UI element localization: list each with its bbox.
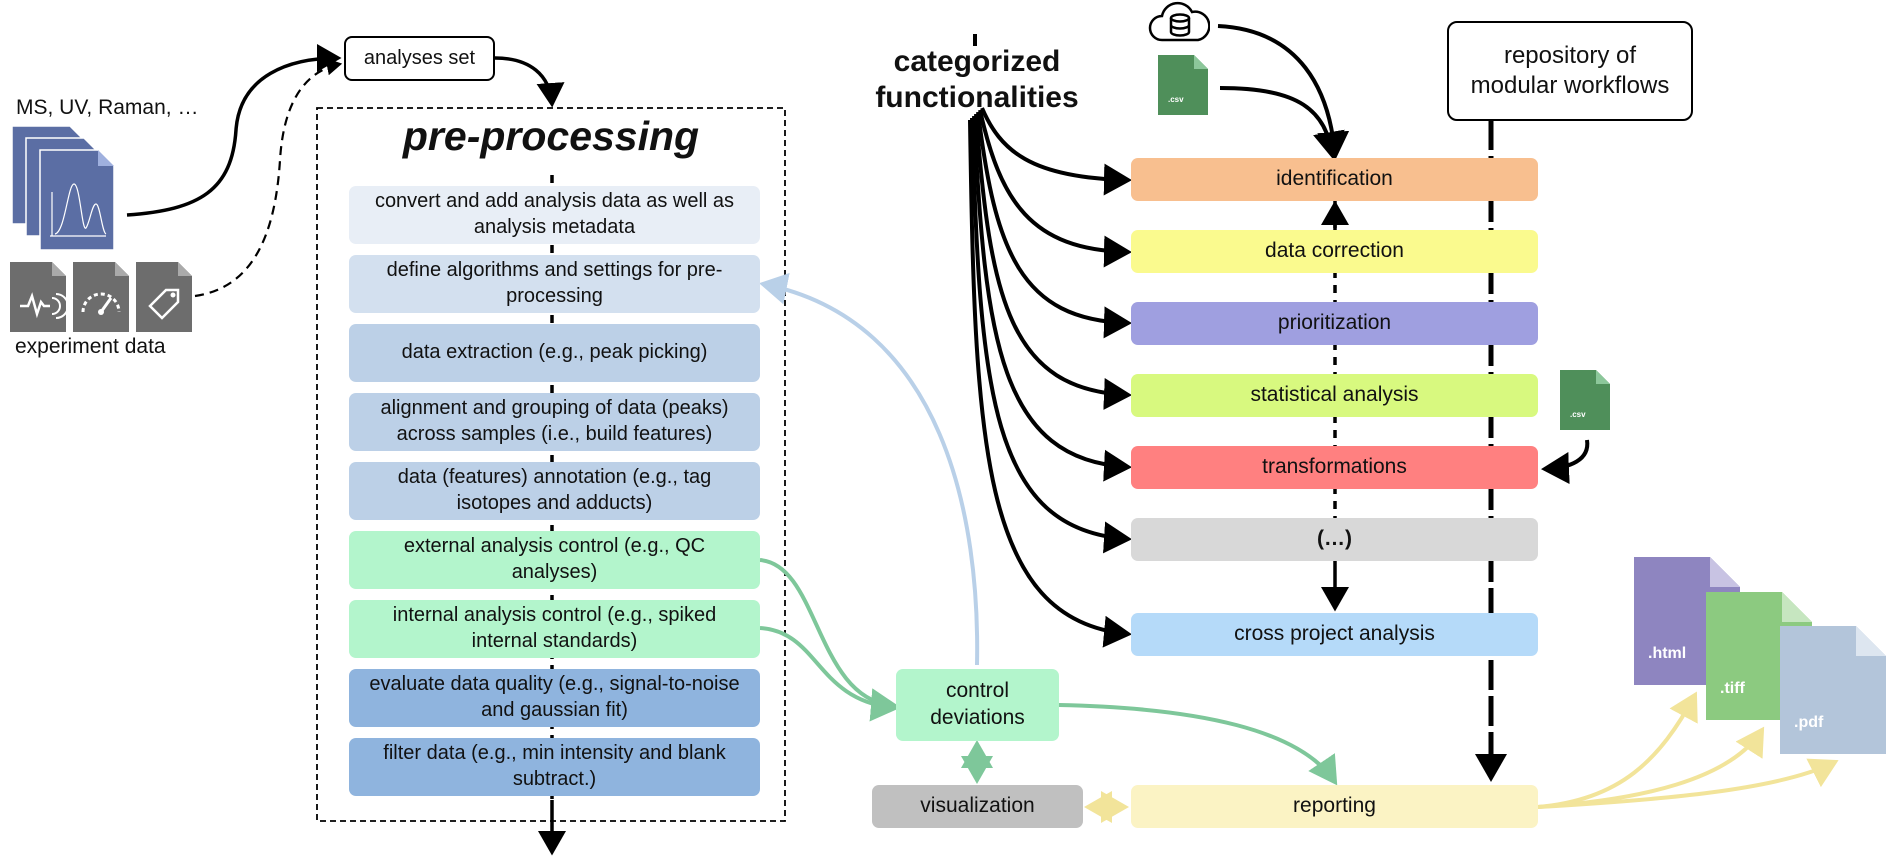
preprocessing-step[interactable]: define algorithms and settings for pre-p…	[349, 255, 760, 313]
control-to-reporting-arrow	[1058, 703, 1338, 786]
spectra-label: MS, UV, Raman, …	[16, 96, 199, 119]
csv-to-transformations-arrow	[1541, 439, 1590, 485]
control-deviations-box[interactable]: control deviations	[896, 669, 1059, 741]
gauge-doc-icon	[73, 262, 131, 332]
csv-file-icon-top: .csv	[1158, 55, 1208, 115]
functionality-box[interactable]: statistical analysis	[1131, 374, 1538, 417]
csv-label-right: .csv	[1570, 410, 1586, 419]
tag-doc-icon	[136, 262, 194, 332]
functionality-box[interactable]: (…)	[1131, 518, 1538, 561]
cloud-to-identification-arrow	[1217, 24, 1350, 160]
feedback-arrow	[759, 272, 980, 666]
categorized-fan	[968, 107, 1132, 648]
functionality-box[interactable]: identification	[1131, 158, 1538, 201]
pdf-file-icon: .pdf	[1780, 626, 1886, 754]
preprocessing-step[interactable]: convert and add analysis data as well as…	[349, 186, 760, 244]
pdf-label: .pdf	[1794, 714, 1824, 731]
functionality-box[interactable]: data correction	[1131, 230, 1538, 273]
functionality-box[interactable]: transformations	[1131, 446, 1538, 489]
cloud-database-icon	[1148, 0, 1211, 44]
experiment-label: experiment data	[15, 335, 166, 358]
repository-box[interactable]: repository of modular workflows	[1447, 21, 1693, 121]
preprocessing-step[interactable]: alignment and grouping of data (peaks) a…	[349, 393, 760, 451]
preprocessing-step[interactable]: filter data (e.g., min intensity and bla…	[349, 738, 760, 796]
visualization-box[interactable]: visualization	[872, 785, 1083, 828]
internal-control-arrow	[759, 626, 899, 722]
categorized-title: categorized functionalities	[875, 45, 1079, 114]
analyses-set-box[interactable]: analyses set	[344, 36, 495, 81]
tiff-label: .tiff	[1720, 680, 1745, 697]
csv-label-top: .csv	[1168, 95, 1184, 104]
preprocessing-title: pre-processing	[402, 113, 700, 159]
functionality-box[interactable]: prioritization	[1131, 302, 1538, 345]
spectra-doc-icon	[10, 124, 130, 254]
reporting-to-html-arrow	[1537, 691, 1698, 809]
experiment-to-analyses-arrow	[194, 57, 343, 298]
functionality-box[interactable]: cross project analysis	[1131, 613, 1538, 656]
signal-doc-icon	[10, 262, 69, 332]
reporting-to-tiff-arrow	[1537, 726, 1765, 809]
csv-file-icon-right: .csv	[1560, 370, 1610, 430]
analyses-to-preprocessing-arrow	[494, 56, 565, 108]
csv-to-identification-arrow	[1219, 86, 1345, 160]
preprocessing-step[interactable]: data extraction (e.g., peak picking)	[349, 324, 760, 382]
reporting-box[interactable]: reporting	[1131, 785, 1538, 828]
spectra-to-analyses-arrow	[126, 44, 342, 217]
external-control-arrow	[759, 558, 899, 721]
preprocessing-step[interactable]: data (features) annotation (e.g., tag is…	[349, 462, 760, 520]
html-label: .html	[1648, 645, 1687, 662]
reporting-to-pdf-arrow	[1537, 758, 1839, 809]
preprocessing-step[interactable]: internal analysis control (e.g., spiked …	[349, 600, 760, 658]
preprocessing-step[interactable]: external analysis control (e.g., QC anal…	[349, 531, 760, 589]
preprocessing-step[interactable]: evaluate data quality (e.g., signal-to-n…	[349, 669, 760, 727]
